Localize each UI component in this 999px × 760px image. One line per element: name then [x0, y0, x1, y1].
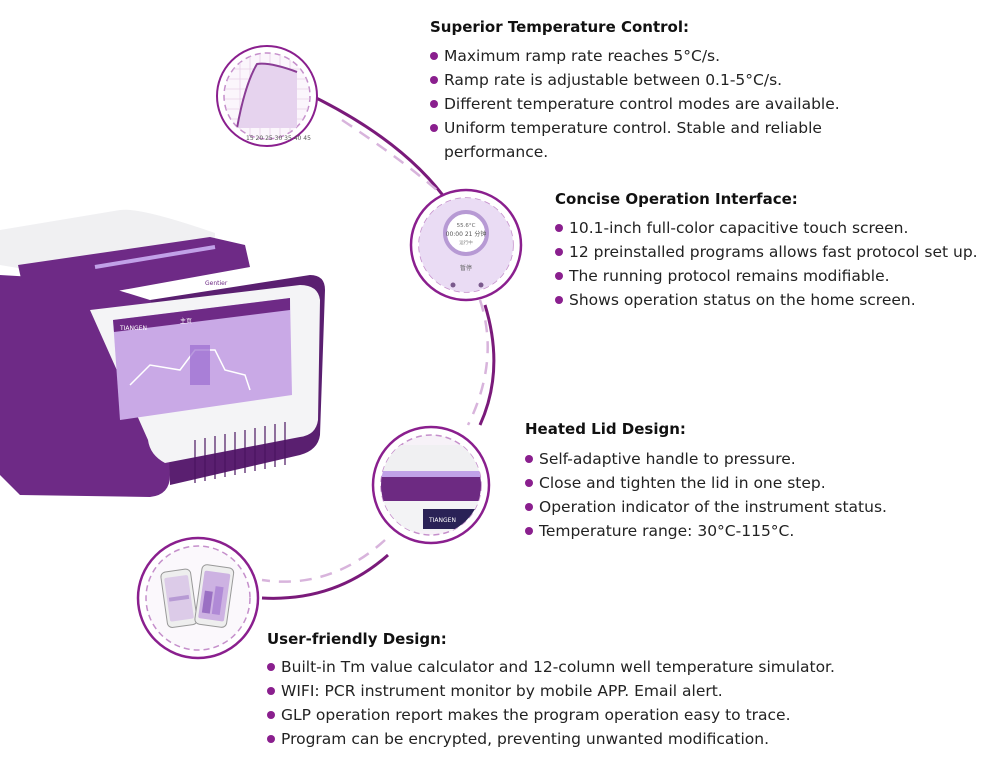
- ring-low-text: 运行中: [459, 239, 473, 246]
- temperature-graph-thumbnail: 15 20 25 30 35 40 45: [215, 44, 319, 148]
- arc-solid-top: [303, 90, 452, 206]
- arc-dashed-low: [261, 539, 386, 583]
- arc-dashed-mid: [466, 299, 489, 426]
- ring-mid-text: 00:00 21 分钟: [446, 230, 487, 238]
- list-item: Uniform temperature control. Stable and …: [428, 116, 858, 164]
- interface-thumbnail: 55.6°C 00:00 21 分钟 运行中 暂停: [409, 188, 523, 302]
- arc-dashed-top: [341, 118, 449, 201]
- screen-title: 主页: [180, 317, 192, 325]
- section-title-heated-lid: Heated Lid Design:: [525, 420, 686, 438]
- arc-solid-mid: [478, 304, 496, 426]
- list-item: Operation indicator of the instrument st…: [523, 495, 983, 519]
- list-item: Shows operation status on the home scree…: [553, 288, 993, 312]
- touchscreen-icon: 55.6°C 00:00 21 分钟 运行中 暂停: [409, 188, 523, 302]
- mobile-app-thumbnail: [136, 536, 260, 660]
- pause-label: 暂停: [460, 264, 472, 272]
- list-item: Program can be encrypted, preventing unw…: [265, 727, 985, 751]
- device-label: Gentier: [205, 280, 228, 287]
- screen-brand: TIANGEN: [119, 325, 147, 332]
- heated-lid-feature-list: Self-adaptive handle to pressure. Close …: [523, 447, 983, 543]
- list-item: WIFI: PCR instrument monitor by mobile A…: [265, 679, 985, 703]
- temperature-feature-list: Maximum ramp rate reaches 5°C/s. Ramp ra…: [428, 44, 888, 164]
- pcr-instrument-illustration: TIANGEN 主页 Gentier: [0, 209, 325, 497]
- list-item: Close and tighten the lid in one step.: [523, 471, 983, 495]
- heated-lid-thumbnail: TIANGEN: [371, 425, 491, 545]
- section-title-temperature: Superior Temperature Control:: [430, 18, 689, 36]
- list-item: 12 preinstalled programs allows fast pro…: [553, 240, 993, 264]
- section-title-interface: Concise Operation Interface:: [555, 190, 798, 208]
- lid-brand-text: TIANGEN: [428, 517, 456, 524]
- graph-axis-ticks: 15 20 25 30 35 40 45: [246, 135, 311, 142]
- list-item: Self-adaptive handle to pressure.: [523, 447, 983, 471]
- list-item: Different temperature control modes are …: [428, 92, 888, 116]
- list-item: Temperature range: 30°C-115°C.: [523, 519, 983, 543]
- section-title-user-friendly: User-friendly Design:: [267, 630, 447, 648]
- list-item: Built-in Tm value calculator and 12-colu…: [265, 655, 985, 679]
- list-item: The running protocol remains modifiable.: [553, 264, 993, 288]
- list-item: Maximum ramp rate reaches 5°C/s.: [428, 44, 888, 68]
- list-item: 10.1-inch full-color capacitive touch sc…: [553, 216, 993, 240]
- list-item: GLP operation report makes the program o…: [265, 703, 985, 727]
- ring-top-text: 55.6°C: [457, 223, 476, 229]
- interface-feature-list: 10.1-inch full-color capacitive touch sc…: [553, 216, 993, 312]
- list-item: Ramp rate is adjustable between 0.1-5°C/…: [428, 68, 888, 92]
- user-friendly-feature-list: Built-in Tm value calculator and 12-colu…: [265, 655, 985, 751]
- smartphone-icon: [136, 536, 260, 660]
- temperature-graph-icon: 15 20 25 30 35 40 45: [216, 45, 318, 147]
- arc-solid-low: [261, 553, 389, 600]
- heated-lid-icon: TIANGEN: [371, 425, 491, 545]
- pcr-device-image: TIANGEN 主页 Gentier: [0, 205, 330, 505]
